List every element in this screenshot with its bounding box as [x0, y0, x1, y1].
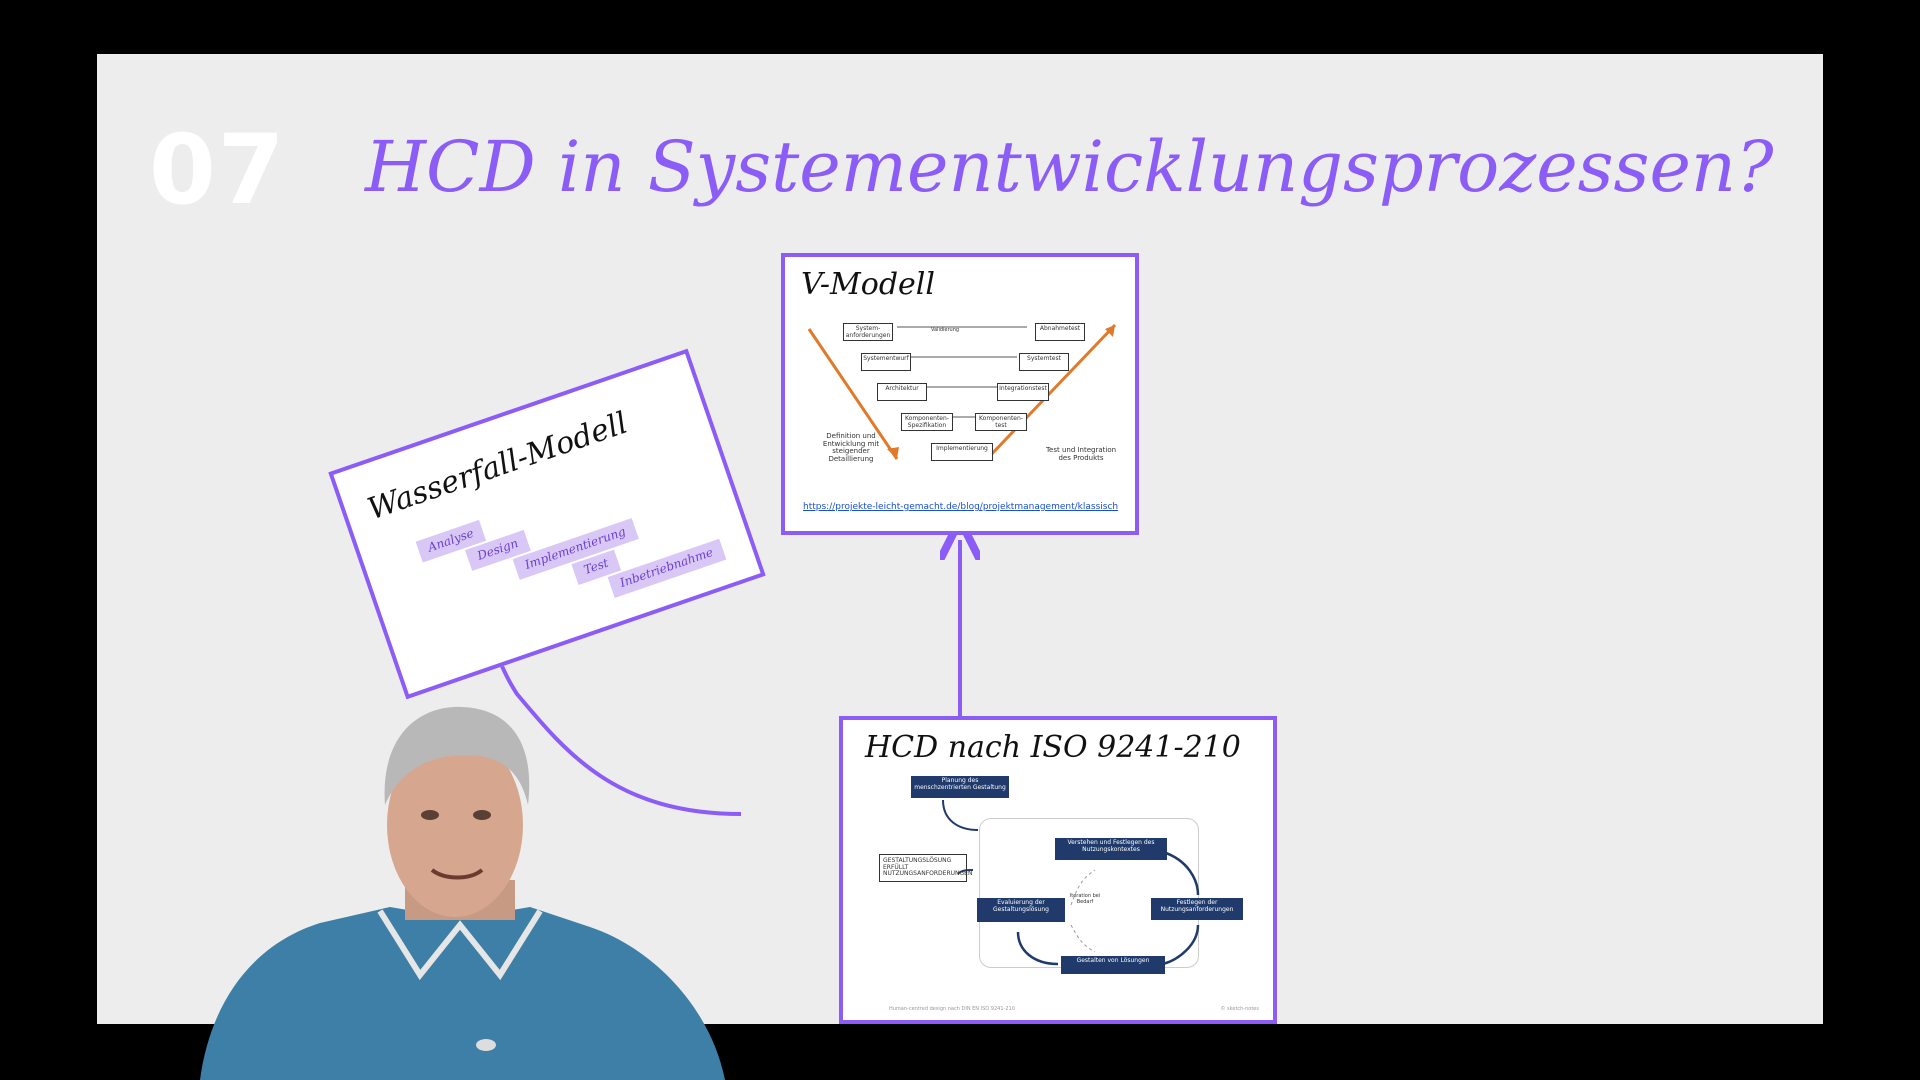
waterfall-step-deployment: Inbetriebnahme [608, 539, 726, 598]
v-box-acceptance-test: Abnahmetest [1035, 323, 1085, 341]
presenter-shirt [200, 907, 725, 1080]
hcd-box-evaluation: Evaluierung der Gestaltungslösung [977, 898, 1065, 922]
v-box-integration-test: Integrationstest [997, 383, 1049, 401]
hcd-footer-right: © sketch-notes [1220, 1006, 1259, 1012]
v-model-title: V-Modell [801, 267, 935, 302]
hcd-box-context: Verstehen und Festlegen des Nutzungskont… [1055, 838, 1167, 860]
v-box-system-requirements: System-anforderungen [843, 323, 893, 341]
hcd-iteration-label: Iteration bei Bedarf [1067, 894, 1103, 905]
v-box-system-test: Systemtest [1019, 353, 1069, 371]
hcd-badge: GESTALTUNGSLÖSUNG ERFÜLLT NUTZUNGSANFORD… [879, 854, 967, 882]
hcd-card: HCD nach ISO 9241-210 Planung des mensch… [839, 716, 1277, 1024]
v-box-component-spec: Komponenten-Spezifikation [901, 413, 953, 431]
v-model-card: V-Modell System-anforderungen Systementw… [781, 253, 1139, 535]
shirt-logo-icon [476, 1039, 496, 1051]
hcd-box-plan: Planung des menschzentrierten Gestaltung [911, 776, 1009, 798]
hcd-box-requirements: Festlegen der Nutzungsanforderungen [1151, 898, 1243, 920]
presenter-video [190, 675, 730, 1080]
v-note-left: Definition und Entwicklung mit steigende… [813, 433, 889, 464]
v-relation-label: Validierung [915, 328, 975, 334]
v-note-right: Test und Integration des Produkts [1039, 447, 1123, 462]
v-box-system-design: Systementwurf [861, 353, 911, 371]
v-box-component-test: Komponenten-test [975, 413, 1027, 431]
v-box-architecture: Architektur [877, 383, 927, 401]
v-model-source-link[interactable]: https://projekte-leicht-gemacht.de/blog/… [803, 502, 1118, 512]
hcd-box-solutions: Gestalten von Lösungen [1061, 956, 1165, 974]
hcd-footer-left: Human-centred design nach DIN EN ISO 924… [889, 1006, 1015, 1012]
v-box-implementation: Implementierung [931, 443, 993, 461]
